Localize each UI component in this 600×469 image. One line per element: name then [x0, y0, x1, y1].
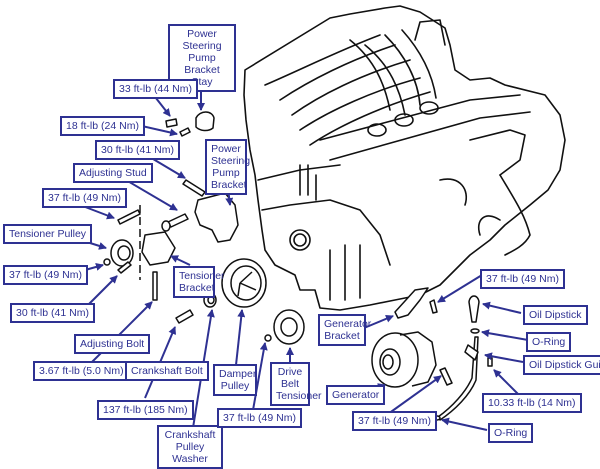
- label-tensioner-bracket: Tensioner Bracket: [173, 266, 225, 298]
- label-torque-37-c: 37 ft-lb (49 Nm): [217, 408, 302, 428]
- engine-block: [243, 5, 566, 311]
- label-o-ring-bottom: O-Ring: [488, 423, 534, 443]
- label-torque-37-b: 37 ft-lb (49 Nm): [3, 265, 88, 285]
- label-torque-37-a: 37 ft-lb (49 Nm): [42, 188, 127, 208]
- label-torque-37-d: 37 ft-lb (49 Nm): [352, 411, 437, 431]
- label-crankshaft-bolt: Crankshaft Bolt: [125, 361, 209, 381]
- label-torque-30-bottom: 30 ft-lb (41 Nm): [10, 303, 95, 323]
- label-torque-18: 18 ft-lb (24 Nm): [60, 116, 145, 136]
- label-generator: Generator: [326, 385, 386, 405]
- oil-dipstick-guide-part: [437, 336, 479, 421]
- adjusting-stud-part: [167, 213, 189, 228]
- label-ps-pump-bracket: Power Steering Pump Bracket: [205, 139, 250, 195]
- tensioner-bracket-part: [141, 231, 176, 266]
- label-torque-30-top: 30 ft-lb (41 Nm): [95, 140, 180, 160]
- label-torque-10-33: 10.33 ft-lb (14 Nm): [482, 393, 582, 413]
- bolt-30-bottom: [117, 261, 132, 274]
- label-tensioner-pulley: Tensioner Pulley: [3, 224, 93, 244]
- ps-bracket-stay-part: [195, 111, 215, 132]
- label-adjusting-bolt: Adjusting Bolt: [74, 334, 151, 354]
- label-crankshaft-pulley-washer: Crankshaft Pulley Washer: [157, 425, 223, 469]
- bolt-37-a: [117, 209, 141, 225]
- label-o-ring-top: O-Ring: [526, 332, 572, 352]
- label-torque-3-67: 3.67 ft-lb (5.0 Nm): [33, 361, 130, 381]
- label-oil-dipstick: Oil Dipstick: [523, 305, 588, 325]
- generator-bracket-part: [394, 287, 429, 319]
- label-torque-37-e: 37 ft-lb (49 Nm): [480, 269, 565, 289]
- label-oil-dipstick-guide: Oil Dipstick Guide: [523, 355, 600, 375]
- label-adjusting-stud: Adjusting Stud: [73, 163, 153, 183]
- bolt-30-top: [182, 179, 206, 197]
- parts: [103, 111, 493, 421]
- label-generator-bracket: Generator Bracket: [318, 314, 371, 346]
- crankshaft-bolt-part: [175, 309, 194, 324]
- ps-pump-bracket-part: [194, 192, 239, 243]
- label-damper-pulley: Damper Pulley: [213, 364, 257, 396]
- oil-dipstick-part: [468, 295, 480, 323]
- bolt-33: [165, 118, 178, 128]
- label-torque-137: 137 ft-lb (185 Nm): [97, 400, 194, 420]
- bolt-18: [179, 127, 191, 137]
- label-torque-33: 33 ft-lb (44 Nm): [113, 79, 198, 99]
- label-drive-belt-tensioner: Drive Belt Tensioner: [270, 362, 322, 406]
- adjusting-bolt-part: [152, 271, 158, 301]
